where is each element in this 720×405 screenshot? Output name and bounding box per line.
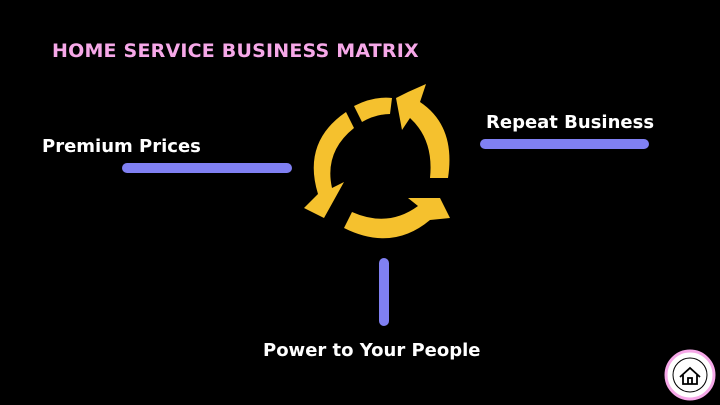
circular-arrows-icon — [304, 84, 450, 239]
cycle-segment-upper-left — [354, 97, 392, 122]
cycle-arrow-left — [304, 112, 354, 218]
cycle-arrow-bottom — [344, 198, 450, 239]
label-repeat-business: Repeat Business — [486, 112, 655, 133]
house-logo-icon — [664, 349, 716, 401]
connector-premium-prices — [122, 163, 292, 173]
connector-power-to-your-people — [379, 258, 389, 326]
label-power-to-your-people: Power to Your People — [263, 340, 481, 361]
label-premium-prices: Premium Prices — [42, 136, 201, 157]
page-title: HOME SERVICE BUSINESS MATRIX — [52, 40, 419, 62]
connector-repeat-business — [480, 139, 649, 149]
cycle-arrow-top — [396, 84, 450, 178]
